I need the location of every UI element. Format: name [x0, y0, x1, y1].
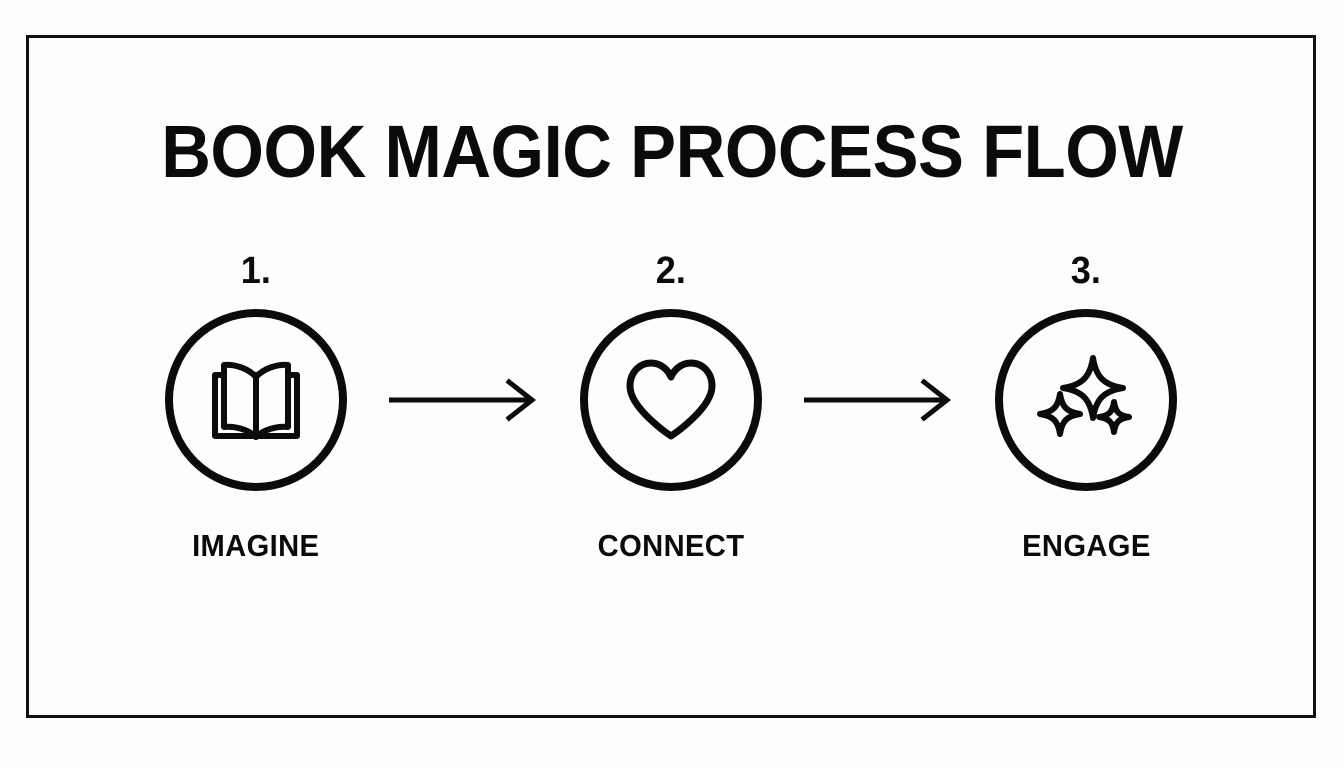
- page-title: BOOK MAGIC PROCESS FLOW: [161, 110, 1183, 193]
- process-flow: 1. IMAGINE: [26, 250, 1316, 580]
- step-icon-circle: [165, 309, 347, 491]
- step-number: 3.: [1070, 250, 1102, 292]
- step-label: ENGAGE: [1021, 528, 1151, 563]
- open-book-icon: [208, 357, 304, 443]
- step-number: 1.: [240, 250, 272, 292]
- sparkles-icon: [1036, 352, 1136, 448]
- step-number: 2.: [655, 250, 687, 292]
- arrow-right-icon: [388, 378, 539, 422]
- flow-connector-1: [356, 309, 571, 491]
- step-icon-circle: [995, 309, 1177, 491]
- flow-connector-2: [771, 309, 986, 491]
- process-step-connect[interactable]: 2. CONNECT: [571, 250, 771, 563]
- heart-icon: [624, 358, 718, 442]
- process-step-imagine[interactable]: 1. IMAGINE: [156, 250, 356, 563]
- arrow-right-icon: [803, 378, 954, 422]
- process-step-engage[interactable]: 3. ENGAGE: [986, 250, 1186, 563]
- step-label: IMAGINE: [192, 528, 320, 563]
- step-icon-circle: [580, 309, 762, 491]
- step-label: CONNECT: [597, 528, 745, 563]
